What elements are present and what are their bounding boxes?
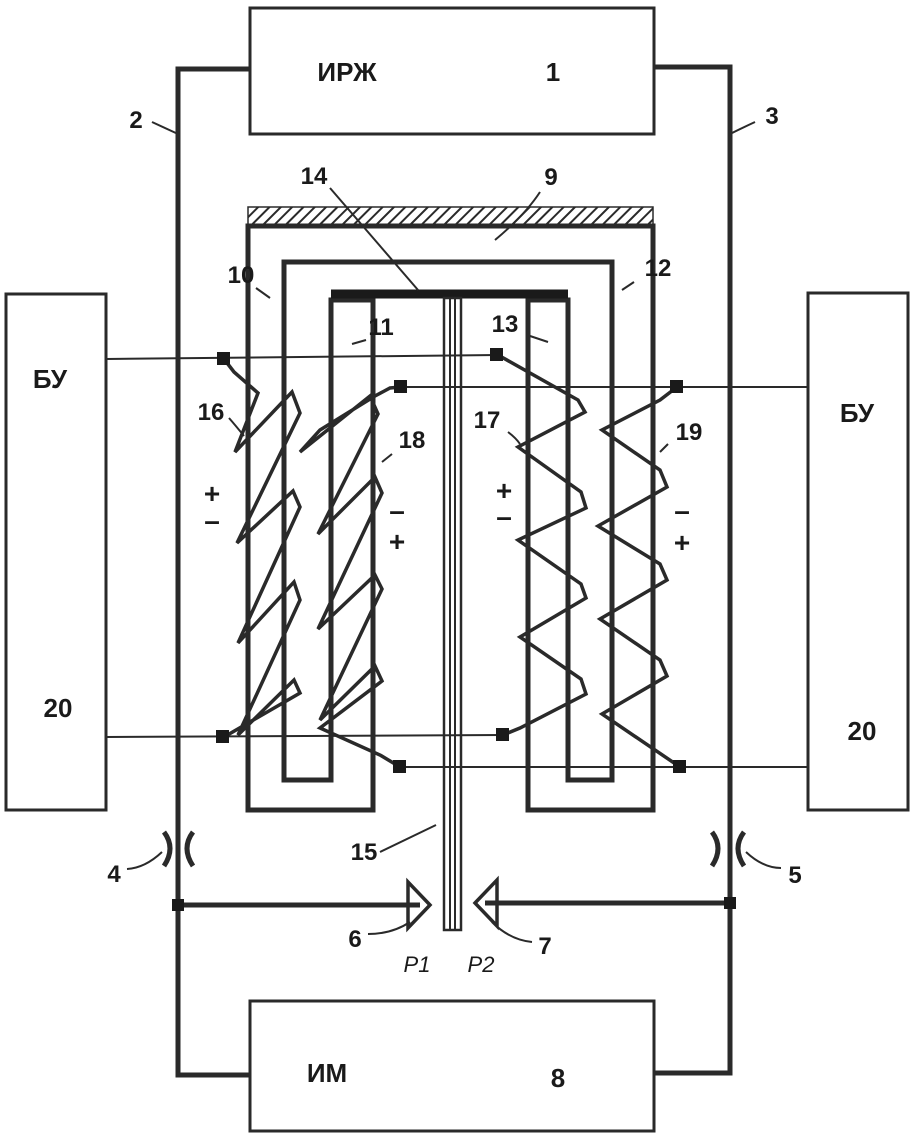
callout-3: 3 (765, 103, 778, 130)
irzh-number: 1 (546, 57, 560, 87)
coil18-polarity-top: – (389, 495, 405, 526)
pressure-p2: P2 (468, 952, 495, 977)
callout-19: 19 (676, 419, 703, 446)
coil-18 (300, 387, 401, 767)
junction-left (172, 899, 184, 911)
coil-17 (498, 355, 586, 735)
callout-9: 9 (544, 164, 557, 191)
pressure-p1: P1 (404, 952, 431, 977)
callout-14: 14 (301, 163, 328, 190)
coil19-polarity-top: – (674, 495, 690, 526)
coil17-polarity-bottom: – (496, 501, 512, 532)
bu-right-label: БУ (840, 398, 875, 428)
irzh-label: ИРЖ (317, 57, 377, 87)
line-3 (654, 67, 730, 1073)
callout-4: 4 (107, 861, 121, 888)
bu-right-number: 20 (848, 716, 877, 746)
bu-left-number: 20 (44, 693, 73, 723)
line-2 (178, 69, 250, 1075)
callout-15: 15 (351, 839, 378, 866)
im-block: ИМ 8 (250, 1001, 654, 1131)
callout-18: 18 (399, 427, 426, 454)
coil19-polarity-bottom: + (674, 527, 690, 558)
bu-right-block: БУ 20 (808, 293, 908, 810)
coil18-polarity-bottom: + (389, 526, 405, 557)
callout-10: 10 (228, 262, 255, 289)
junction-right (724, 897, 736, 909)
callout-6: 6 (348, 926, 361, 953)
bu-left-block: БУ 20 (6, 294, 106, 810)
fixed-base-hatch (248, 207, 653, 226)
coil-16 (224, 359, 300, 737)
im-label: ИМ (307, 1058, 347, 1088)
flapper-15 (444, 298, 461, 930)
callout-7: 7 (538, 933, 551, 960)
bu-left-label: БУ (33, 364, 68, 394)
irzh-block: ИРЖ 1 (250, 8, 654, 134)
callout-13: 13 (492, 311, 519, 338)
callout-16: 16 (198, 399, 225, 426)
coil16-polarity-bottom: – (204, 505, 220, 536)
im-number: 8 (551, 1063, 565, 1093)
callout-17: 17 (474, 407, 501, 434)
callout-11: 11 (368, 314, 393, 341)
callout-2: 2 (129, 107, 142, 134)
callout-5: 5 (788, 862, 801, 889)
callout-12: 12 (645, 255, 672, 282)
